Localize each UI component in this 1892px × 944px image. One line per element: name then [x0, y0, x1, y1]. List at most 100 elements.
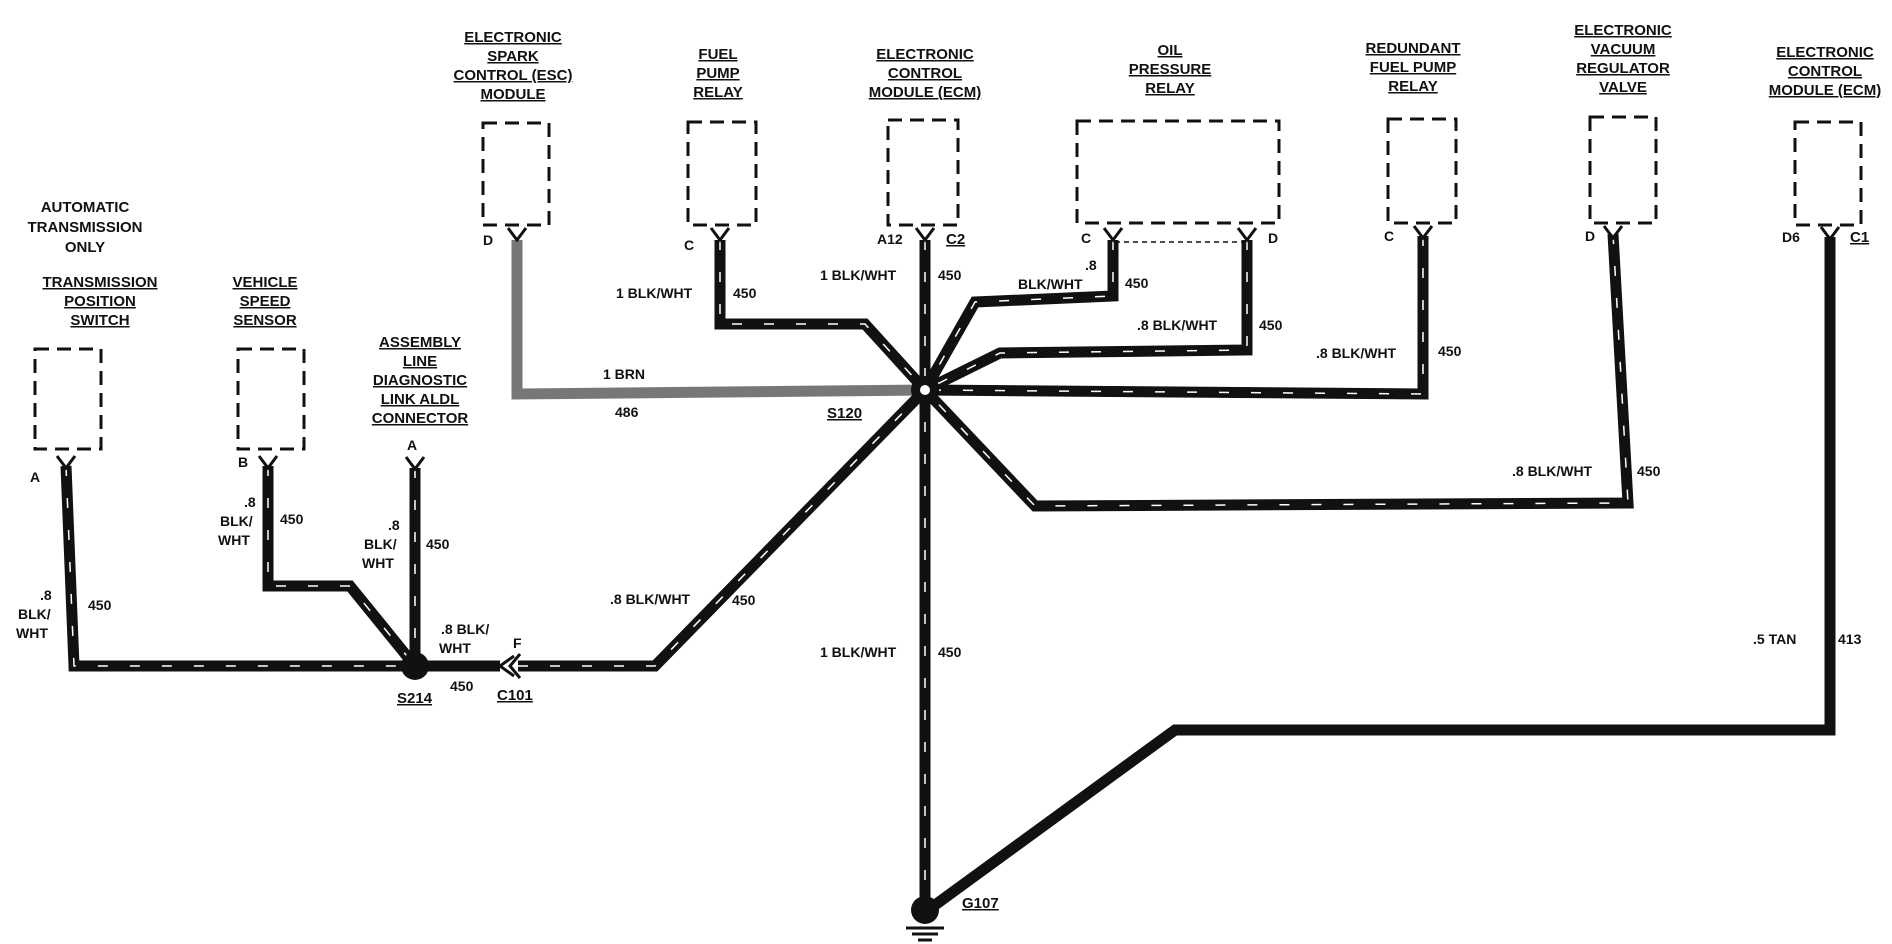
svg-text:MODULE: MODULE [481, 86, 546, 103]
svg-text:1 BLK/WHT: 1 BLK/WHT [616, 285, 693, 301]
svg-text:413: 413 [1838, 631, 1862, 647]
svg-text:ONLY: ONLY [65, 239, 105, 256]
esc-box [481, 121, 551, 227]
svg-text:FUEL: FUEL [698, 46, 737, 63]
svg-text:450: 450 [938, 267, 962, 283]
svg-text:450: 450 [426, 536, 450, 552]
svg-text:S120: S120 [827, 405, 862, 422]
svg-text:C: C [1384, 228, 1394, 244]
svg-text:VACUUM: VACUUM [1591, 41, 1656, 58]
ecm-label: ELECTRONIC CONTROL MODULE (ECM) [869, 46, 982, 101]
svg-text:.8: .8 [1085, 257, 1097, 273]
wiring [60, 233, 1836, 910]
svg-text:450: 450 [1259, 317, 1283, 333]
svg-text:MODULE (ECM): MODULE (ECM) [869, 84, 982, 101]
esc-label: ELECTRONIC SPARK CONTROL (ESC) MODULE [454, 29, 573, 103]
svg-text:VALVE: VALVE [1599, 79, 1647, 96]
wire-redundant-fuel-pump [924, 236, 1429, 400]
svg-text:RELAY: RELAY [1388, 78, 1437, 95]
svg-text:B: B [238, 454, 248, 470]
svg-text:MODULE (ECM): MODULE (ECM) [1769, 82, 1882, 99]
svg-text:PRESSURE: PRESSURE [1129, 61, 1212, 78]
svg-text:.8 BLK/WHT: .8 BLK/WHT [610, 591, 691, 607]
svg-text:CONNECTOR: CONNECTOR [372, 410, 469, 427]
evrv-box [1588, 115, 1658, 225]
svg-text:BLK/WHT: BLK/WHT [1018, 276, 1083, 292]
vss-label: VEHICLE SPEED SENSOR [232, 274, 297, 329]
svg-text:RELAY: RELAY [1145, 80, 1194, 97]
svg-text:S214: S214 [397, 690, 433, 707]
svg-text:REDUNDANT: REDUNDANT [1366, 40, 1461, 57]
ecm-c-label: ELECTRONIC CONTROL MODULE (ECM) [1769, 44, 1882, 99]
svg-text:A12: A12 [877, 231, 903, 247]
svg-text:C: C [684, 237, 694, 253]
svg-text:BLK/: BLK/ [220, 513, 253, 529]
wire-c101-s120 [518, 386, 929, 672]
ecm-c-box [1793, 120, 1863, 227]
svg-text:G107: G107 [962, 895, 999, 912]
svg-text:SPARK: SPARK [487, 48, 539, 65]
svg-text:.8: .8 [388, 517, 400, 533]
svg-text:BLK/: BLK/ [364, 536, 397, 552]
svg-text:DIAGNOSTIC: DIAGNOSTIC [373, 372, 467, 389]
tps-box [33, 347, 103, 451]
svg-text:A: A [30, 469, 40, 485]
svg-text:486: 486 [615, 404, 639, 420]
svg-text:PUMP: PUMP [696, 65, 739, 82]
svg-text:450: 450 [1637, 463, 1661, 479]
svg-text:C101: C101 [497, 687, 533, 704]
svg-text:.8 BLK/WHT: .8 BLK/WHT [1137, 317, 1218, 333]
svg-text:D: D [1585, 228, 1595, 244]
svg-text:WHT: WHT [16, 625, 48, 641]
svg-text:1 BLK/WHT: 1 BLK/WHT [820, 267, 897, 283]
ecm-box [886, 118, 960, 227]
oil-pressure-relay-box [1075, 119, 1281, 225]
svg-text:WHT: WHT [439, 640, 471, 656]
svg-text:FUEL PUMP: FUEL PUMP [1370, 59, 1456, 76]
svg-text:CONTROL: CONTROL [1788, 63, 1862, 80]
svg-text:.8 BLK/WHT: .8 BLK/WHT [1512, 463, 1593, 479]
wire-fuel-pump-relay [714, 240, 930, 394]
svg-text:SWITCH: SWITCH [70, 312, 129, 329]
svg-text:LINE: LINE [403, 353, 437, 370]
svg-text:.8: .8 [40, 587, 52, 603]
splice-labels: S120 S214 C101 G107 [397, 405, 999, 912]
svg-text:F: F [513, 635, 522, 651]
svg-text:450: 450 [1438, 343, 1462, 359]
g107-ground-icon [906, 896, 944, 942]
aldl-label: ASSEMBLY LINE DIAGNOSTIC LINK ALDL CONNE… [372, 334, 469, 427]
svg-text:POSITION: POSITION [64, 293, 136, 310]
svg-text:ASSEMBLY: ASSEMBLY [379, 334, 461, 351]
svg-text:TRANSMISSION: TRANSMISSION [42, 274, 157, 291]
svg-text:C1: C1 [1850, 229, 1869, 246]
svg-text:ELECTRONIC: ELECTRONIC [876, 46, 974, 63]
svg-text:1 BLK/WHT: 1 BLK/WHT [820, 644, 897, 660]
tps-label: AUTOMATIC TRANSMISSION ONLY TRANSMISSION… [27, 199, 157, 329]
svg-text:C: C [1081, 230, 1091, 246]
svg-text:1 BRN: 1 BRN [603, 366, 645, 382]
svg-text:.8: .8 [244, 494, 256, 510]
svg-text:450: 450 [1125, 275, 1149, 291]
svg-text:CONTROL (ESC): CONTROL (ESC) [454, 67, 573, 84]
svg-text:450: 450 [733, 285, 757, 301]
svg-text:D: D [483, 232, 493, 248]
svg-text:BLK/: BLK/ [18, 606, 51, 622]
vss-box [236, 347, 306, 451]
s214-splice [401, 652, 429, 680]
oil-pressure-relay-label: OIL PRESSURE RELAY [1129, 42, 1212, 97]
svg-text:450: 450 [450, 678, 474, 694]
svg-text:CONTROL: CONTROL [888, 65, 962, 82]
svg-text:ELECTRONIC: ELECTRONIC [464, 29, 562, 46]
fuel-pump-relay-box [686, 120, 758, 227]
wire-highlights [65, 233, 1629, 910]
svg-text:450: 450 [732, 592, 756, 608]
svg-text:D: D [1268, 230, 1278, 246]
c101-connector-icon [497, 653, 522, 679]
redundant-fuel-pump-relay-label: REDUNDANT FUEL PUMP RELAY [1366, 40, 1461, 95]
svg-text:ELECTRONIC: ELECTRONIC [1776, 44, 1874, 61]
wire-oil-pressure-c [920, 240, 1119, 393]
svg-text:SENSOR: SENSOR [233, 312, 297, 329]
svg-text:LINK ALDL: LINK ALDL [381, 391, 460, 408]
wire-labels: .8 BLK/ WHT 450 .8 BLK/ WHT 450 .8 BLK/ … [16, 257, 1862, 694]
